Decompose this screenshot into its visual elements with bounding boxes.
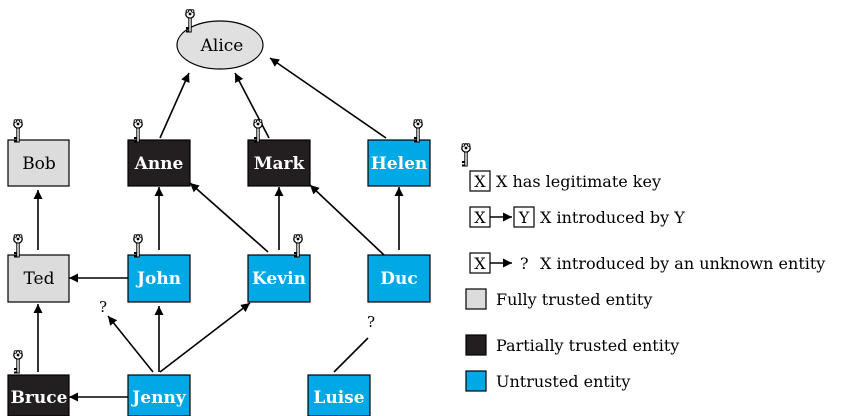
key-icon-ted [13, 234, 23, 259]
node-bruce-box [7, 374, 70, 416]
edge-luise-unknown [333, 337, 369, 373]
unknown-introducer-mark-jenny: ? [99, 298, 107, 316]
key-icon-anne [133, 119, 143, 144]
legend-introduced-by-unknown-text: X introduced by an unknown entity [540, 254, 825, 273]
node-bob-box [7, 139, 70, 187]
key-icon-bob [13, 119, 23, 144]
legend-legitimate-key-text: X has legitimate key [496, 172, 661, 191]
node-john-box [127, 254, 191, 303]
node-john-label: John [135, 269, 181, 289]
edge-mark-alice [234, 72, 270, 139]
node-anne: Anne [127, 139, 191, 187]
node-helen: Helen [367, 139, 431, 187]
node-ted-box [7, 254, 70, 303]
unknown-introducer-mark-luise: ? [367, 313, 375, 331]
legend-partially-trusted-text: Partially trusted entity [496, 336, 679, 355]
node-ted-label: Ted [24, 269, 55, 289]
legend-swatch-partially-trusted [465, 334, 487, 356]
legend: X X has legitimate key X Y X introduced … [461, 143, 825, 392]
edge-duc-mark [309, 184, 385, 256]
legend-question-mark: ? [520, 254, 529, 273]
node-duc-box [367, 254, 431, 303]
node-jenny-box [127, 374, 191, 416]
node-mark-label: Mark [254, 154, 306, 174]
legend-fully-trusted-text: Fully trusted entity [496, 290, 652, 309]
node-duc-label: Duc [380, 269, 417, 289]
legend-untrusted-text: Untrusted entity [496, 372, 630, 391]
node-alice-shape [176, 20, 264, 70]
node-jenny: Jenny [127, 374, 191, 416]
key-icon-helen [413, 119, 423, 144]
edge-kevin-anne [189, 182, 269, 253]
edge-jenny-unknown [107, 315, 154, 373]
node-bob-label: Bob [22, 154, 56, 174]
node-anne-box [127, 139, 191, 187]
node-luise-label: Luise [313, 388, 364, 408]
node-duc: Duc [367, 254, 431, 303]
legend-key-icon [461, 143, 471, 168]
node-kevin: Kevin [247, 254, 311, 303]
legend-box-x-key [469, 170, 491, 192]
edge-anne-alice [159, 72, 190, 139]
legend-box-x-unknown-letter: X [474, 254, 486, 273]
edge-jenny-kevin [159, 302, 251, 373]
edge-helen-alice [269, 57, 387, 139]
node-jenny-label: Jenny [130, 388, 187, 408]
legend-box-y [513, 206, 535, 228]
node-bruce-label: Bruce [11, 388, 68, 408]
node-ted: Ted [7, 254, 70, 303]
key-icon-john [133, 234, 143, 259]
node-bruce: Bruce [7, 374, 70, 416]
edges [33, 57, 404, 402]
node-anne-label: Anne [134, 154, 184, 174]
node-alice: Alice [176, 20, 264, 70]
legend-introduced-by-text: X introduced by Y [540, 208, 685, 227]
legend-box-x-intro-letter: X [474, 208, 486, 227]
node-luise-box [307, 374, 371, 416]
node-mark: Mark [247, 139, 311, 187]
node-bob: Bob [7, 139, 70, 187]
legend-box-y-letter: Y [518, 208, 530, 227]
key-icon-kevin [293, 234, 303, 259]
node-helen-box [367, 139, 431, 187]
node-mark-box [247, 139, 311, 187]
legend-swatch-untrusted [465, 370, 487, 392]
key-icon-mark [253, 119, 263, 144]
legend-swatch-fully-trusted [465, 288, 487, 310]
legend-box-x-key-letter: X [474, 172, 486, 191]
node-kevin-label: Kevin [252, 269, 306, 289]
node-kevin-box [247, 254, 311, 303]
node-luise: Luise [307, 374, 371, 416]
node-helen-label: Helen [371, 154, 428, 174]
node-alice-label: Alice [200, 36, 244, 56]
node-john: John [127, 254, 191, 303]
key-icon-bruce [13, 350, 23, 375]
